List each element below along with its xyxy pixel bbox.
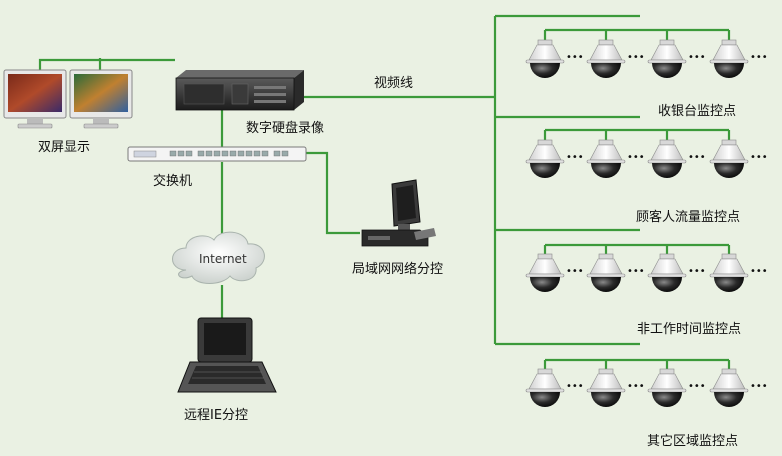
camera-group-label-4: 其它区域监控点	[647, 434, 739, 449]
laptop-icon	[177, 317, 277, 393]
dome-camera-icon	[709, 253, 749, 293]
remote-label: 远程IE分控	[184, 408, 249, 423]
camera-group-label-3: 非工作时间监控点	[637, 322, 742, 337]
switch-label: 交换机	[153, 174, 193, 189]
dome-camera-icon	[586, 39, 626, 79]
camera-ellipsis: •••	[688, 266, 706, 277]
monitor-icon	[69, 69, 133, 129]
switch-icon	[127, 146, 307, 162]
dome-camera-icon	[525, 39, 565, 79]
dome-camera-icon	[647, 253, 687, 293]
dvr-label: 数字硬盘录像	[246, 121, 325, 136]
camera-ellipsis: •••	[627, 381, 645, 392]
camera-group-label-2: 顾客人流量监控点	[636, 210, 741, 225]
monitor-icon	[3, 69, 67, 129]
dome-camera-icon	[525, 139, 565, 179]
camera-ellipsis: •••	[566, 152, 584, 163]
camera-ellipsis: •••	[750, 266, 768, 277]
dome-camera-icon	[709, 368, 749, 408]
cloud-icon	[172, 231, 265, 284]
camera-ellipsis: •••	[688, 52, 706, 63]
dome-camera-icon	[647, 39, 687, 79]
camera-ellipsis: •••	[566, 52, 584, 63]
dome-camera-icon	[525, 368, 565, 408]
camera-ellipsis: •••	[566, 266, 584, 277]
dual-display-label: 双屏显示	[38, 140, 91, 155]
dome-camera-icon	[586, 368, 626, 408]
desktop-pc-icon	[361, 179, 436, 247]
camera-ellipsis: •••	[750, 381, 768, 392]
camera-ellipsis: •••	[627, 152, 645, 163]
camera-ellipsis: •••	[688, 381, 706, 392]
dome-camera-icon	[647, 139, 687, 179]
camera-ellipsis: •••	[566, 381, 584, 392]
camera-grid: ••• ••• ••• ••• ••• ••• ••• ••• ••• ••• ••• ••• ••• •…	[525, 39, 768, 408]
camera-group-label-1: 收银台监控点	[658, 104, 737, 119]
dome-camera-icon	[709, 139, 749, 179]
dome-camera-icon	[647, 368, 687, 408]
dome-camera-icon	[525, 253, 565, 293]
camera-ellipsis: •••	[688, 152, 706, 163]
camera-ellipsis: •••	[750, 152, 768, 163]
video-line-label: 视频线	[374, 76, 414, 91]
connection-lines	[38, 14, 731, 369]
dome-camera-icon	[586, 139, 626, 179]
dome-camera-icon	[586, 253, 626, 293]
lan-label: 局域网网络分控	[352, 262, 444, 277]
camera-ellipsis: •••	[627, 266, 645, 277]
camera-ellipsis: •••	[627, 52, 645, 63]
dvr-icon	[175, 70, 304, 111]
camera-ellipsis: •••	[750, 52, 768, 63]
dome-camera-icon	[709, 39, 749, 79]
internet-label: Internet	[199, 252, 247, 266]
